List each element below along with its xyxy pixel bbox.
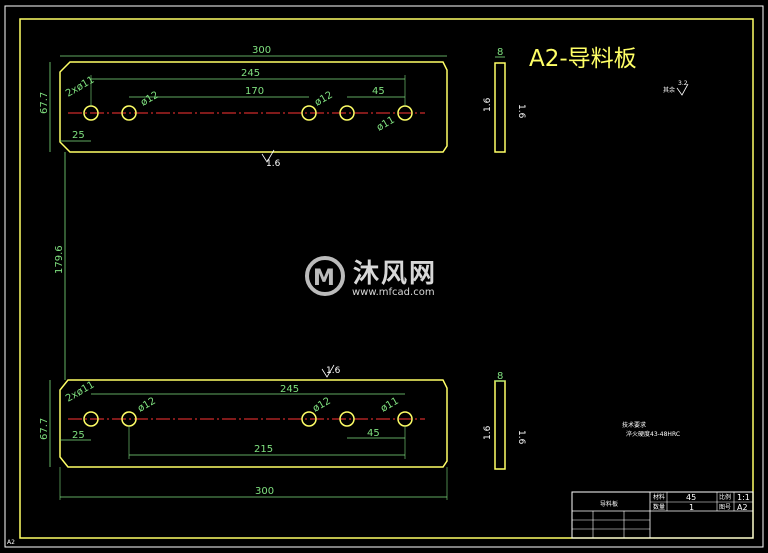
top-dim-67-7: 67.7 xyxy=(39,92,50,114)
top-dim-45: 45 xyxy=(372,86,385,97)
bottom-plate-outline xyxy=(59,379,448,468)
top-side-rough-right: 1.6 xyxy=(516,104,526,119)
bottom-side-view: 8 1.6 1.6 xyxy=(483,371,526,470)
watermark-url: www.mfcad.com xyxy=(352,287,435,298)
top-side-rect xyxy=(494,62,506,153)
bottom-hole-4 xyxy=(339,411,355,427)
bottom-label-2x11: 2xø11 xyxy=(64,380,96,405)
title-material-value: 45 xyxy=(686,493,696,502)
top-label-d11: ø11 xyxy=(375,115,397,134)
top-roughness-icon xyxy=(261,149,275,163)
bottom-label-d11: ø11 xyxy=(379,396,401,415)
top-dim-300: 300 xyxy=(252,45,271,56)
top-hole-4 xyxy=(339,105,355,121)
bottom-side-rough-left: 1.6 xyxy=(483,425,493,440)
outer-border xyxy=(4,5,764,548)
top-hole-3 xyxy=(301,105,317,121)
top-dim-245: 245 xyxy=(241,68,260,79)
svg-text:M: M xyxy=(313,266,335,291)
top-plate-outline xyxy=(59,61,448,153)
top-part-front-view: 300 245 170 45 25 67.7 2xø11 ø12 ø12 ø11… xyxy=(39,45,448,169)
title-scale-value: 1:1 xyxy=(737,493,750,502)
tech-requirements-title: 技术要求 xyxy=(622,421,646,429)
title-qty-label: 数量 xyxy=(653,503,665,511)
bottom-hole-3 xyxy=(301,411,317,427)
bottom-side-rough-right: 1.6 xyxy=(516,430,526,445)
bottom-side-rect xyxy=(494,380,506,470)
top-side-thickness: 8 xyxy=(497,47,503,58)
bottom-roughness-icon xyxy=(321,364,335,378)
bottom-side-thickness: 8 xyxy=(497,371,503,382)
bottom-dim-215: 215 xyxy=(254,444,273,455)
title-drawing-no-label: 图号 xyxy=(719,504,731,511)
drawing-title: A2-导料板 xyxy=(529,46,637,72)
bottom-dim-45: 45 xyxy=(367,428,380,439)
title-part-name: 导料板 xyxy=(600,500,618,508)
bottom-dim-67-7: 67.7 xyxy=(39,418,50,440)
top-label-d12-right: ø12 xyxy=(313,90,335,109)
title-qty-value: 1 xyxy=(689,503,694,512)
top-side-view: 8 1.6 1.6 xyxy=(483,47,526,153)
watermark-text: 沐风网 xyxy=(353,259,437,289)
title-material-label: 材料 xyxy=(653,493,665,501)
top-hole-2 xyxy=(121,105,137,121)
bottom-roughness: 1.6 xyxy=(326,366,341,376)
title-block: 导料板 材料 45 比例 1:1 数量 1 图号 A2 xyxy=(571,491,754,539)
title-drawing-no-value: A2 xyxy=(737,503,748,512)
rough-other-value: 3.2 xyxy=(678,80,688,87)
inner-frame xyxy=(19,18,754,539)
bottom-label-d12-left: ø12 xyxy=(136,396,158,415)
top-dim-170: 170 xyxy=(245,86,264,97)
bottom-hole-1 xyxy=(83,411,99,427)
bottom-label-d12-right: ø12 xyxy=(311,396,333,415)
sheet-code: A2 xyxy=(7,539,15,546)
top-label-d12-left: ø12 xyxy=(139,90,161,109)
bottom-dim-25: 25 xyxy=(72,430,85,441)
watermark: M 沐风网 www.mfcad.com xyxy=(305,256,437,298)
top-dim-25: 25 xyxy=(72,130,85,141)
bottom-part-front-view: 245 215 45 25 67.7 300 2xø11 ø12 ø12 ø11… xyxy=(39,364,448,500)
title-scale-label: 比例 xyxy=(719,493,731,501)
top-label-2x11: 2xø11 xyxy=(64,75,96,100)
rough-other-icon xyxy=(676,83,689,96)
bottom-dim-300: 300 xyxy=(255,486,274,497)
tech-requirements-text: 淬火硬度43-48HRC xyxy=(626,430,680,438)
watermark-logo-icon xyxy=(305,256,345,296)
top-side-rough-left: 1.6 xyxy=(483,97,493,112)
rough-other-label: 其余 xyxy=(663,86,675,94)
between-dim-179-6: 179.6 xyxy=(54,245,65,274)
bottom-dim-245: 245 xyxy=(280,384,299,395)
top-roughness: 1.6 xyxy=(266,159,281,169)
